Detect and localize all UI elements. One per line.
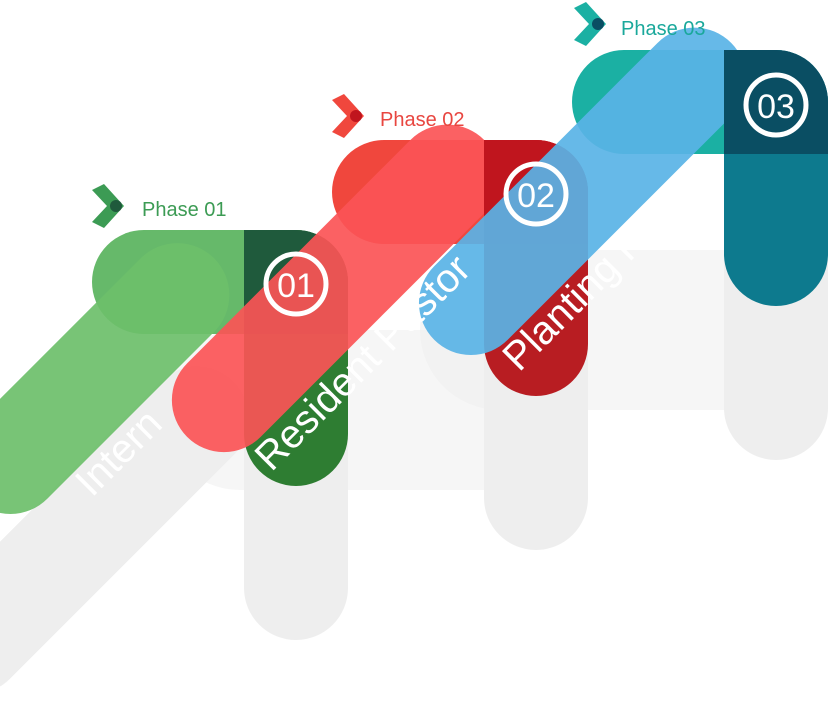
phase-3-number: 03 (757, 88, 795, 126)
phase-1-diagonal-bar (0, 243, 230, 514)
chevron-right-icon (332, 94, 364, 138)
phase-2-marker: Phase 02 (332, 94, 465, 138)
phase-1-number: 01 (277, 267, 315, 305)
phase-3-corner-left (724, 50, 776, 154)
phase-1-label: Phase 01 (142, 199, 227, 221)
phase-1-number-badge: 01 (263, 251, 329, 317)
phase-2-label: Phase 02 (380, 109, 465, 131)
shadow-phase-1 (0, 366, 249, 695)
phase-2-number: 02 (517, 177, 555, 215)
phase-1-marker: Phase 01 (92, 184, 227, 228)
phase-1-number-ring (263, 251, 329, 317)
phase-2-number-ring (503, 161, 569, 227)
phase-3-number-ring (743, 72, 809, 138)
chevron-right-icon (92, 184, 124, 228)
chevron-right-icon (574, 2, 606, 46)
phase-3-label: Phase 03 (621, 18, 706, 40)
phase-3-diagonal-bar (418, 27, 747, 356)
phase-3-marker: Phase 03 (574, 2, 706, 46)
phase-2-diagonal-bar (171, 124, 500, 453)
phase-3-shape (418, 27, 828, 356)
phase-2-number-badge: 02 (503, 161, 569, 227)
phase-3-number-badge: 03 (743, 72, 809, 138)
